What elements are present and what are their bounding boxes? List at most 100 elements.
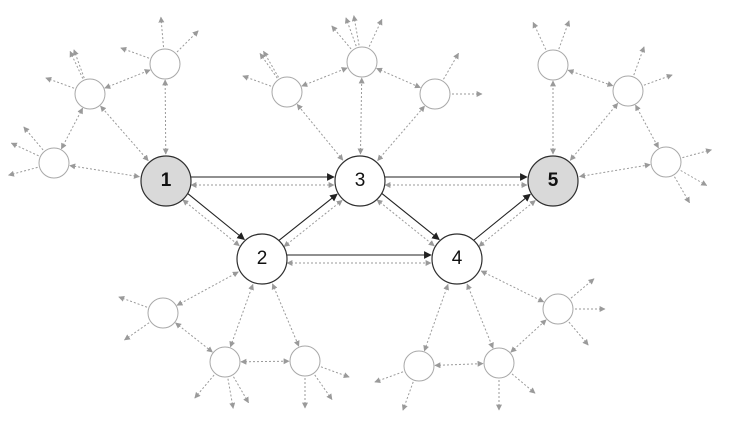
node-5-circle bbox=[527, 155, 579, 207]
peripheral-edges bbox=[8, 15, 712, 411]
directed-edge-n4-n5 bbox=[473, 193, 531, 241]
node-1[interactable]: 1 bbox=[140, 155, 192, 207]
peripheral-node bbox=[542, 293, 574, 325]
leaf-edge-12-1 bbox=[401, 381, 414, 411]
peripheral-cluster-link-3-4 bbox=[301, 67, 348, 87]
peripheral-cluster-link-10-11 bbox=[240, 358, 290, 365]
dotted-edge-n1-n2 bbox=[182, 199, 240, 247]
peripheral-node bbox=[289, 345, 321, 377]
peripheral-cluster-link-0-2 bbox=[60, 107, 84, 150]
leaf-edge-8-0 bbox=[682, 148, 712, 159]
peripheral-node bbox=[149, 48, 181, 80]
peripheral-node bbox=[271, 76, 303, 108]
leaf-edge-8-1 bbox=[680, 170, 708, 186]
peripheral-cluster-link-0-1 bbox=[104, 69, 151, 89]
peripheral-link-n3-3 bbox=[296, 103, 344, 161]
leaf-edge-9-1 bbox=[118, 295, 148, 308]
dotted-edge-n4-n5 bbox=[478, 200, 536, 247]
main-dotted-edges bbox=[182, 182, 536, 266]
leaf-edge-1-0 bbox=[158, 16, 165, 48]
peripheral-node bbox=[419, 78, 451, 110]
leaf-edge-12-0 bbox=[374, 371, 404, 384]
peripheral-node bbox=[403, 350, 435, 382]
node-2[interactable]: 2 bbox=[236, 233, 288, 285]
main-directed-edges bbox=[187, 173, 531, 259]
peripheral-cluster-link-13-14 bbox=[510, 319, 547, 353]
node-5-label: 5 bbox=[548, 170, 559, 191]
leaf-edge-10-2 bbox=[233, 376, 249, 404]
leaf-edge-0-2 bbox=[72, 49, 85, 79]
directed-edge-n2-n3 bbox=[278, 193, 338, 241]
peripheral-link-n2-9 bbox=[176, 271, 239, 306]
node-2-label: 2 bbox=[257, 248, 268, 269]
peripheral-node bbox=[650, 146, 682, 178]
leaf-edge-14-2 bbox=[570, 278, 595, 299]
peripheral-link-n1-2 bbox=[69, 163, 140, 179]
node-4[interactable]: 4 bbox=[431, 233, 483, 285]
leaf-edge-13-1 bbox=[511, 373, 536, 394]
leaf-edge-1-1 bbox=[176, 30, 199, 53]
leaf-edge-3-0 bbox=[263, 50, 279, 78]
peripheral-nodes bbox=[38, 46, 682, 382]
node-5[interactable]: 5 bbox=[527, 155, 579, 207]
leaf-edge-11-2 bbox=[320, 366, 350, 379]
peripheral-node bbox=[38, 147, 70, 179]
node-3-label: 3 bbox=[355, 170, 366, 191]
leaf-edge-4-3 bbox=[344, 17, 357, 47]
peripheral-node bbox=[483, 347, 515, 379]
peripheral-node bbox=[346, 46, 378, 78]
peripheral-link-n4-13 bbox=[466, 283, 494, 349]
directed-edge-n1-n2 bbox=[187, 193, 245, 240]
dotted-edge-n2-n3 bbox=[283, 199, 343, 247]
peripheral-link-n3-5 bbox=[377, 105, 425, 162]
node-4-label: 4 bbox=[452, 248, 463, 269]
leaf-edge-0-1 bbox=[45, 76, 75, 89]
peripheral-node bbox=[612, 75, 644, 107]
leaf-edge-10-0 bbox=[194, 374, 215, 399]
peripheral-link-n2-11 bbox=[271, 283, 300, 347]
peripheral-cluster-link-7-8 bbox=[635, 104, 659, 149]
peripheral-link-n5-7 bbox=[569, 102, 619, 161]
leaf-edge-2-2 bbox=[23, 126, 44, 151]
node-2-circle bbox=[236, 233, 288, 285]
dotted-edge-n3-n4 bbox=[376, 199, 435, 247]
directed-edge-n3-n4 bbox=[381, 193, 440, 241]
peripheral-cluster-link-4-5 bbox=[376, 67, 421, 89]
peripheral-link-n5-8 bbox=[579, 162, 651, 179]
node-3[interactable]: 3 bbox=[334, 155, 386, 207]
node-1-label: 1 bbox=[161, 170, 172, 191]
peripheral-node bbox=[209, 346, 241, 378]
leaf-edge-4-2 bbox=[331, 25, 352, 50]
leaf-edge-3-1 bbox=[242, 74, 272, 87]
leaf-edge-0-0 bbox=[69, 50, 84, 79]
leaf-edge-10-1 bbox=[227, 378, 236, 409]
node-4-circle bbox=[431, 233, 483, 285]
peripheral-link-n3-4 bbox=[357, 77, 365, 155]
leaf-edge-14-1 bbox=[568, 321, 589, 346]
peripheral-link-n2-10 bbox=[229, 283, 254, 348]
leaf-edge-6-1 bbox=[558, 20, 571, 50]
peripheral-link-n1-0 bbox=[100, 105, 149, 162]
leaf-edge-4-0 bbox=[351, 15, 360, 46]
node-1-circle bbox=[140, 155, 192, 207]
leaf-edge-4-1 bbox=[368, 18, 383, 47]
peripheral-node bbox=[147, 297, 179, 329]
leaf-edge-5-0 bbox=[443, 52, 459, 80]
leaf-edge-2-0 bbox=[8, 166, 38, 177]
leaf-edge-1-2 bbox=[120, 46, 150, 59]
leaf-edge-2-1 bbox=[10, 142, 39, 157]
leaf-edge-3-2 bbox=[259, 53, 278, 79]
peripheral-link-n4-12 bbox=[423, 283, 449, 352]
leaf-edge-6-0 bbox=[532, 21, 547, 50]
peripheral-cluster-link-12-13 bbox=[434, 360, 484, 369]
leaf-edge-11-1 bbox=[314, 374, 333, 400]
peripheral-cluster-link-9-10 bbox=[175, 322, 213, 353]
peripheral-link-n4-14 bbox=[480, 270, 545, 303]
peripheral-link-n1-1 bbox=[162, 79, 169, 155]
leaf-edge-8-2 bbox=[674, 176, 690, 204]
node-3-circle bbox=[334, 155, 386, 207]
peripheral-node bbox=[537, 49, 569, 81]
leaf-edge-9-0 bbox=[124, 322, 150, 341]
peripheral-node bbox=[74, 78, 106, 110]
